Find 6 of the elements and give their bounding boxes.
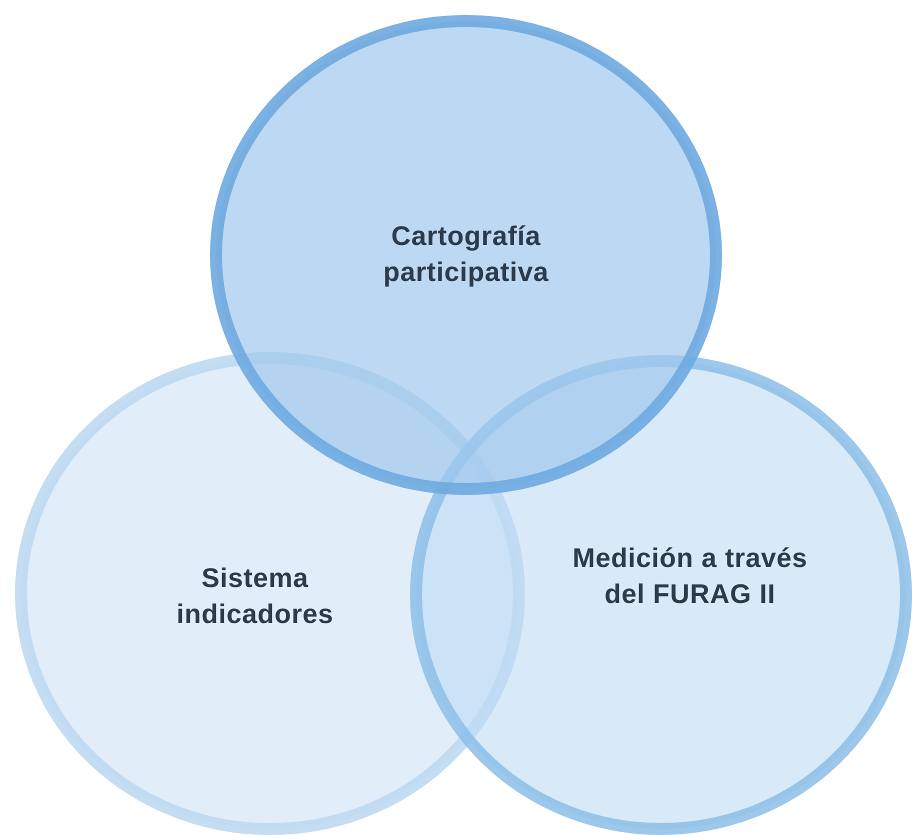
circle	[410, 355, 912, 835]
circle	[15, 352, 525, 835]
circle-label: Medición a través del FURAG II	[571, 542, 809, 611]
circle	[210, 15, 722, 495]
circle-label: Sistema indicadores	[175, 562, 335, 631]
circle-label: Cartografía participativa	[382, 220, 550, 289]
